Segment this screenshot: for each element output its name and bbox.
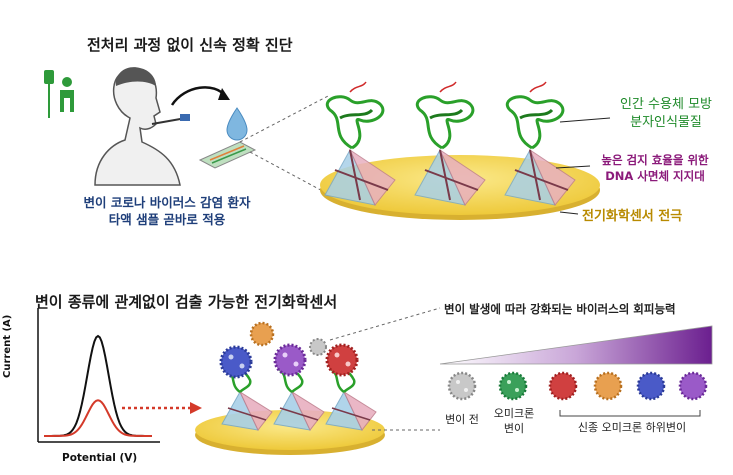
- mimic-pointer: [559, 117, 611, 123]
- virus-free-grey: [309, 338, 327, 356]
- virus-bound-blue: [219, 345, 253, 379]
- escape-label: 변이 발생에 따라 강화되는 바이러스의 회피능력: [444, 302, 676, 316]
- virus-variant-sub-purple: [678, 371, 708, 401]
- top-title: 전처리 과정 없이 신속 정확 진단: [87, 36, 293, 54]
- signal-arrowhead: [190, 402, 202, 414]
- escape-ability-gradient: [439, 325, 713, 365]
- label-subvariants: 신종 오미크론 하위변이: [577, 421, 687, 434]
- x-axis-label: Potential (V): [62, 452, 138, 464]
- iv-stand-icon: [44, 70, 74, 118]
- virus-variant-original: [447, 371, 477, 401]
- patient-figure: [94, 67, 181, 186]
- voltammogram-series-2: [44, 399, 152, 437]
- bottom-title: 변이 종류에 관계없이 검출 가능한 전기화학센서: [35, 293, 338, 311]
- y-axis-label: Current (A): [2, 314, 13, 378]
- label-omicron: 오미크론 변이: [490, 406, 538, 436]
- virus-bound-red: [325, 343, 359, 377]
- label-pre-variant: 변이 전: [445, 413, 479, 426]
- label-omicron-line2: 변이: [503, 422, 525, 435]
- virus-variant-omicron: [498, 371, 528, 401]
- zoom-line-upper: [239, 94, 331, 143]
- swab-icon: [151, 114, 190, 125]
- receptor-mimic-3: [506, 81, 565, 150]
- dna-tetrahedron-3: [504, 148, 576, 206]
- dna-tetrahedron-2: [414, 148, 486, 206]
- virus-variant-sub-red: [548, 371, 578, 401]
- patient-caption: 변이 코로나 바이러스 감염 환자 타액 샘플 곧바로 적용: [72, 194, 262, 228]
- mimic-label-line2: 분자인식물질: [630, 115, 702, 130]
- tetra-small-1: [221, 390, 273, 431]
- virus-variant-sub-orange: [593, 371, 623, 401]
- scaffold-label-line1: 높은 검지 효율을 위한: [601, 153, 709, 167]
- tetra-small-3: [325, 390, 377, 431]
- scaffold-label: 높은 검지 효율을 위한 DNA 사면체 지지대: [585, 152, 725, 184]
- zoom-line-lower: [249, 151, 331, 196]
- zoom-line-bottom-upper: [329, 307, 441, 341]
- transfer-arrow: [170, 86, 227, 106]
- receptor-mimic-1: [326, 81, 385, 150]
- dna-tetrahedron-1: [324, 148, 396, 206]
- patient-caption-line1: 변이 코로나 바이러스 감염 환자: [83, 195, 251, 210]
- voltammogram-series-1: [44, 334, 152, 437]
- label-omicron-line1: 오미크론: [493, 407, 535, 420]
- electrode-label: 전기화학센서 전극: [582, 209, 683, 224]
- mimic-label-line1: 인간 수용체 모방: [620, 97, 712, 112]
- scaffold-label-line2: DNA 사면체 지지대: [605, 169, 705, 183]
- transfer-arrowhead: [218, 88, 230, 100]
- receptor-mimic-2: [416, 81, 475, 150]
- voltammogram: [37, 308, 160, 443]
- virus-bound-purple: [273, 343, 307, 377]
- tetra-small-2: [273, 390, 325, 431]
- virus-variant-sub-blue: [636, 371, 666, 401]
- patient-caption-line2: 타액 샘플 곧바로 적용: [108, 212, 226, 227]
- virus-free-orange: [249, 321, 275, 347]
- electrode-pointer: [559, 211, 579, 215]
- subvariant-bracket: [559, 410, 701, 417]
- mimic-label: 인간 수용체 모방 분자인식물질: [606, 96, 726, 132]
- droplet-icon: [226, 107, 248, 141]
- scaffold-pointer: [555, 165, 591, 169]
- test-strip-icon: [198, 141, 257, 169]
